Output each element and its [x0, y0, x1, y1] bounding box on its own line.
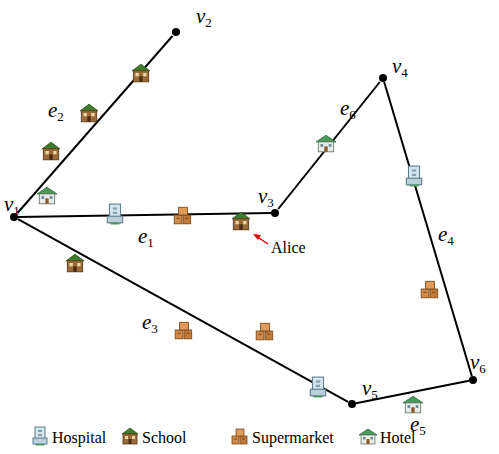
vertex-dot: v5 — [348, 400, 356, 408]
edge-label: e2 — [48, 100, 64, 123]
road-edge — [278, 82, 380, 209]
vertex-label: v2 — [196, 6, 212, 29]
vertex-label: v3 — [258, 186, 274, 209]
edge-label: e4 — [438, 224, 454, 247]
road-edge — [18, 213, 271, 217]
vertex-dot: v1 — [10, 213, 18, 221]
vertex-dot: v6 — [469, 376, 477, 384]
edge-label: e3 — [142, 312, 158, 335]
legend-text: School — [142, 430, 186, 446]
road-edge — [384, 82, 472, 376]
vertex-label: v1 — [4, 194, 20, 217]
vertex-dot: v3 — [271, 209, 279, 217]
legend-text: Hospital — [52, 430, 106, 446]
vertex-label: v5 — [362, 378, 378, 401]
edge-label: e6 — [340, 98, 356, 121]
legend-text: Supermarket — [252, 430, 334, 446]
vertex-label: v6 — [470, 352, 486, 375]
legend-text: Hotel — [380, 430, 416, 446]
person-label: Alice — [271, 240, 306, 256]
vertex-dot: v4 — [379, 74, 387, 82]
edge-label: e1 — [138, 226, 154, 249]
road-edge — [18, 36, 173, 213]
vertex-label: v4 — [392, 56, 408, 79]
vertex-dot: v2 — [172, 28, 180, 36]
road-edge — [18, 219, 348, 402]
